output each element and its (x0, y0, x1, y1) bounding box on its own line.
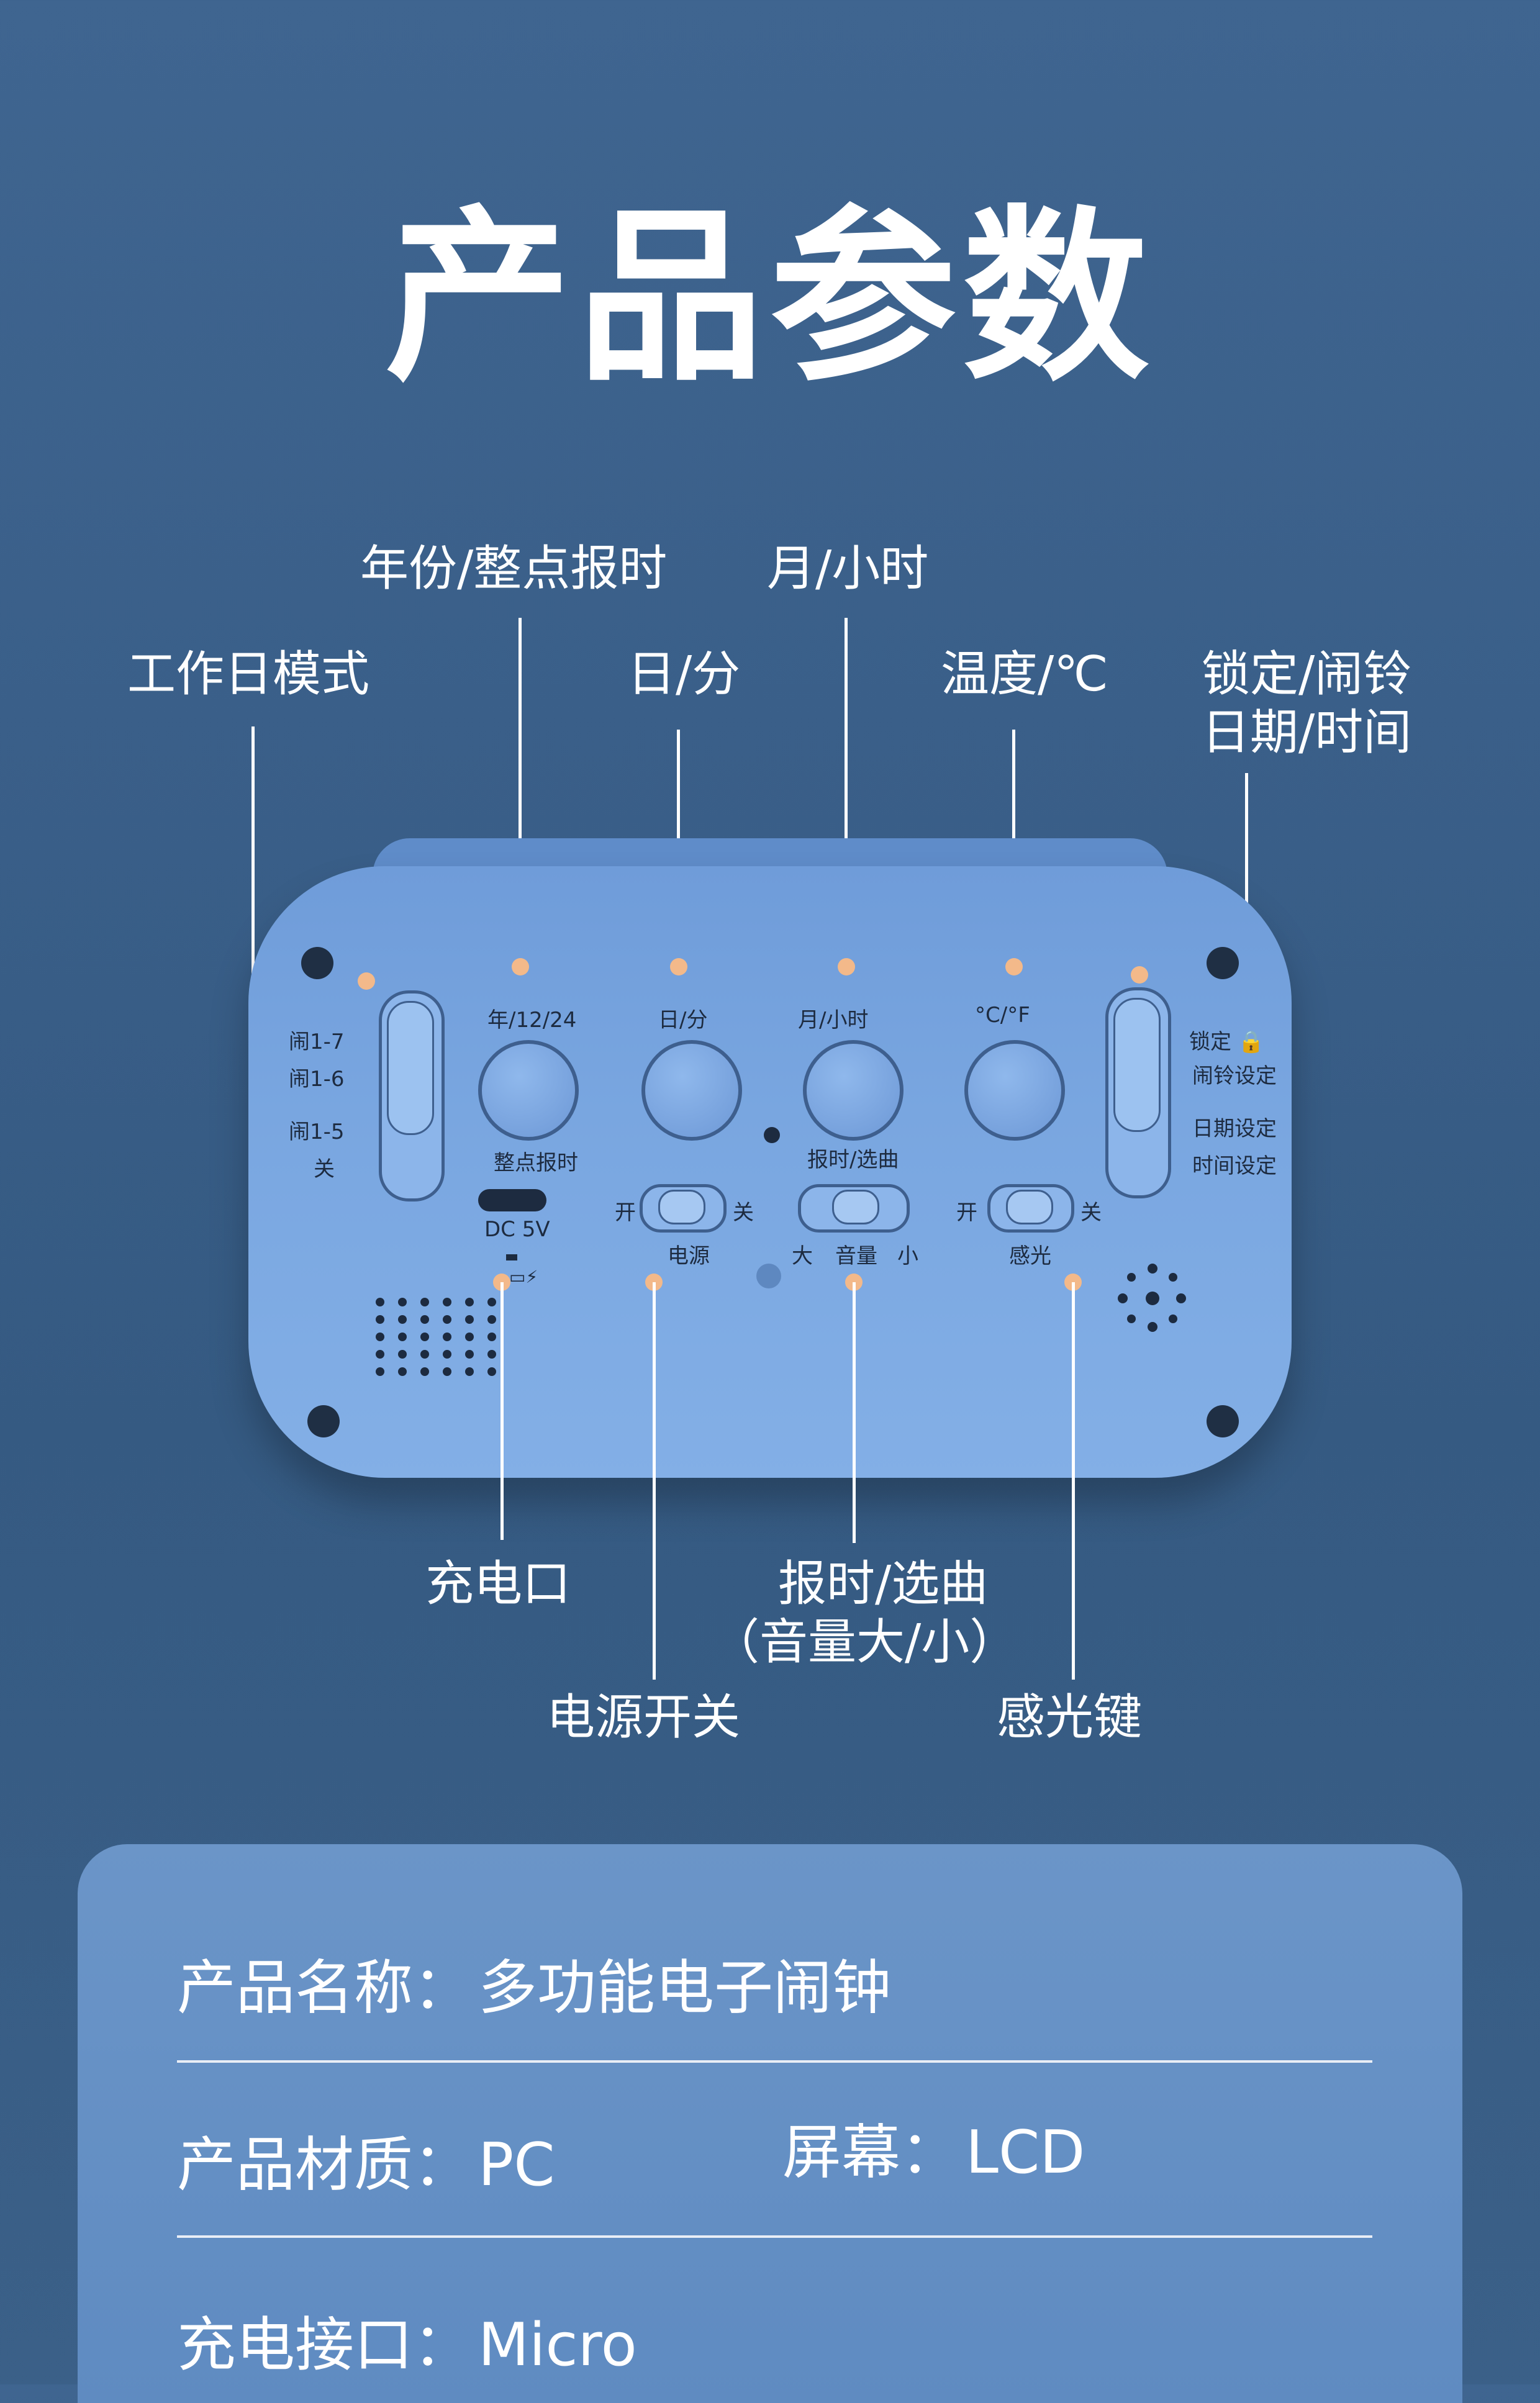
month-hour-button[interactable] (803, 1040, 904, 1141)
temperature-button[interactable] (964, 1040, 1065, 1141)
label-alarm-1-6: 闹1-6 (289, 1067, 345, 1092)
callout-lock-line1: 锁定/闹铃 (1202, 646, 1412, 702)
lock-alarm-slider[interactable] (1105, 987, 1171, 1198)
spec-charge-port: 充电接口：Micro (177, 2297, 637, 2383)
label-light-off: 关 (1080, 1200, 1102, 1225)
spec-screen: 屏幕：LCD (782, 2105, 1085, 2190)
callout-charge-port: 充电口 (425, 1556, 571, 1612)
screw-bottom-right (1207, 1405, 1239, 1437)
callout-month-hour: 月/小时 (767, 541, 929, 597)
label-power-off: 关 (733, 1200, 754, 1225)
speaker-grille (376, 1298, 500, 1376)
label-hourly-chime: 整点报时 (494, 1151, 578, 1175)
charging-icon: ▭⚡ (509, 1267, 538, 1287)
spec-charge-port-value: Micro (478, 2311, 637, 2379)
label-volume: 音量 (835, 1244, 877, 1269)
spec-divider-2 (177, 2235, 1372, 2238)
label-light-on: 开 (956, 1200, 977, 1225)
micro-usb-port[interactable] (478, 1189, 546, 1211)
label-year-12-24: 年/12/24 (487, 1008, 577, 1033)
callout-lock-alarm: 锁定/闹铃 日期/时间 (1202, 646, 1411, 762)
screw-top-left (301, 947, 333, 979)
label-chime-song: 报时/选曲 (807, 1147, 899, 1172)
label-volume-big: 大 (792, 1244, 813, 1269)
callout-temperature: 温度/℃ (941, 646, 1108, 702)
label-lock: 锁定 🔒 (1189, 1030, 1265, 1054)
light-sensor (756, 1264, 781, 1288)
spec-material-label: 产品材质： (177, 2131, 473, 2199)
spec-divider-1 (177, 2060, 1372, 2063)
screw-top-right (1207, 947, 1239, 979)
lock-icon: 🔒 (1238, 1030, 1265, 1054)
light-sensor-switch[interactable] (987, 1184, 1074, 1233)
callout-power-switch: 电源开关 (546, 1690, 741, 1745)
label-alarm-set: 闹铃设定 (1192, 1064, 1277, 1088)
spec-panel (78, 1844, 1462, 2403)
callout-chime-line2: （音量大/小） (711, 1614, 1018, 1670)
callout-workday-mode: 工作日模式 (127, 646, 370, 702)
power-switch[interactable] (640, 1184, 727, 1233)
alarm-clock-back: 闹1-7 闹1-6 闹1-5 关 年/12/24 整点报时 日/分 月/小时 报… (248, 866, 1292, 1478)
label-alarm-1-7: 闹1-7 (289, 1030, 345, 1054)
spec-product-name-label: 产品名称： (177, 1954, 473, 2022)
label-celsius-fahrenheit: °C/°F (975, 1003, 1030, 1028)
callout-light-key: 感光键 (997, 1690, 1143, 1745)
spec-product-name: 产品名称：多功能电子闹钟 (177, 1940, 891, 2025)
reset-hole (764, 1127, 780, 1143)
label-time-set: 时间设定 (1192, 1154, 1277, 1179)
spec-product-name-value: 多功能电子闹钟 (478, 1954, 892, 2022)
callout-chime-volume: 报时/选曲 （音量大/小） (711, 1555, 1018, 1672)
charge-led (506, 1254, 517, 1260)
spec-screen-value: LCD (966, 2119, 1085, 2187)
callout-day-minute: 日/分 (627, 646, 741, 702)
year-chime-button[interactable] (478, 1040, 579, 1141)
buzzer-holes (1118, 1264, 1186, 1332)
workday-mode-slider[interactable] (379, 990, 445, 1202)
label-date-set: 日期设定 (1192, 1116, 1277, 1141)
label-day-minute: 日/分 (658, 1008, 708, 1033)
label-volume-small: 小 (897, 1244, 918, 1269)
label-power-on: 开 (615, 1200, 636, 1225)
page-title: 产品参数 (385, 189, 1155, 406)
label-power: 电源 (668, 1244, 710, 1269)
day-minute-button[interactable] (641, 1040, 742, 1141)
callout-year-chime: 年份/整点报时 (360, 541, 668, 597)
spec-material-value: PC (478, 2131, 555, 2199)
volume-switch[interactable] (798, 1184, 910, 1233)
spec-material: 产品材质：PC (177, 2117, 555, 2202)
label-month-hour: 月/小时 (798, 1008, 869, 1033)
screw-bottom-left (307, 1405, 340, 1437)
callout-lock-line2: 日期/时间 (1202, 704, 1412, 761)
callout-chime-line1: 报时/选曲 (778, 1556, 989, 1612)
label-alarm-1-5: 闹1-5 (289, 1120, 345, 1144)
spec-screen-label: 屏幕： (782, 2119, 960, 2187)
label-dc-5v: DC 5V (484, 1217, 550, 1242)
label-light: 感光 (1009, 1244, 1051, 1269)
spec-charge-port-label: 充电接口： (177, 2311, 473, 2379)
label-alarm-off: 关 (314, 1157, 335, 1182)
